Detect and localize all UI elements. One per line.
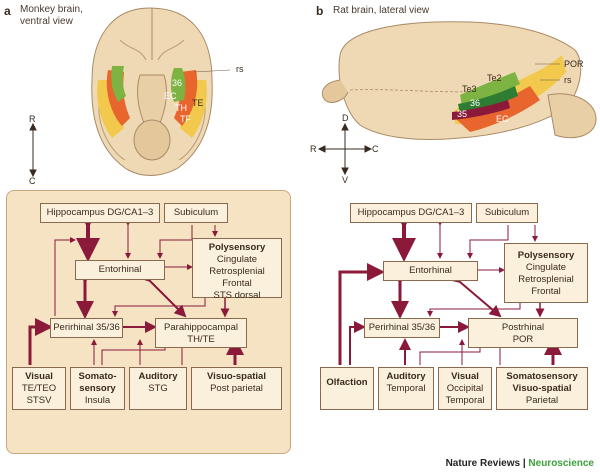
panel-a-title: Monkey brain, ventral view [20, 4, 83, 28]
label-rat-35: 35 [457, 109, 468, 119]
box-b-somato-title2: Visuo-spatial [512, 383, 572, 394]
box-a-somato-title2: sensory [79, 383, 116, 394]
box-a-hippocampus: Hippocampus DG/CA1–3 [40, 203, 160, 223]
panel-a-letter: a [4, 4, 11, 18]
rat-brain-illustration [321, 21, 597, 140]
label-rat-te3: Te3 [462, 84, 477, 94]
box-a-perirhinal: Perirhinal 35/36 [50, 318, 123, 338]
label-monkey-th: TH [175, 103, 187, 113]
label-rat-rs: rs [564, 75, 572, 85]
panel-b-title: Rat brain, lateral view [333, 5, 430, 16]
box-a-polysensory-line: Retrosplenial [209, 266, 265, 277]
axis-rat-v: V [342, 175, 349, 185]
monkey-brain-illustration [91, 7, 231, 176]
box-a-visual: Visual TE/TEO STSV [12, 367, 66, 410]
journal-footer: Nature Reviews | Neuroscience [446, 458, 594, 469]
box-a-polysensory-line: Cingulate [216, 254, 258, 265]
label-rat-por: POR [564, 59, 584, 69]
box-b-postrhinal-line1: Postrhinal [501, 322, 545, 333]
box-a-parahippocampal-line2: TH/TE [187, 334, 215, 345]
box-b-polysensory-line: Retrosplenial [518, 274, 574, 285]
box-a-auditory: Auditory STG [129, 367, 187, 410]
box-a-polysensory-line: STS dorsal [213, 290, 261, 301]
box-a-visual-line: STSV [26, 395, 52, 406]
label-monkey-rs: rs [236, 64, 244, 74]
axis-rat-c: C [372, 144, 379, 154]
box-b-visual-line: Occipital [446, 383, 484, 394]
box-a-visual-line: TE/TEO [21, 383, 57, 394]
box-a-visuospatial-sub: Post parietal [210, 383, 263, 394]
orientation-rat [317, 122, 373, 176]
box-a-polysensory: Polysensory Cingulate Retrosplenial Fron… [192, 238, 282, 301]
axis-rat-d: D [342, 113, 349, 123]
box-b-subiculum: Subiculum [476, 203, 538, 223]
footer-journal: Nature Reviews [445, 458, 521, 469]
box-b-somato-sub: Parietal [525, 395, 559, 406]
orientation-monkey [29, 122, 37, 178]
label-monkey-te: TE [192, 98, 204, 108]
box-a-auditory-sub: STG [148, 383, 168, 394]
box-a-visual-title: Visual [25, 371, 53, 382]
box-b-visual-title: Visual [451, 371, 479, 382]
panel-a-title-line2: ventral view [20, 16, 73, 27]
box-b-perirhinal: Perirhinal 35/36 [364, 318, 440, 338]
panel-b-letter: b [316, 4, 324, 18]
box-b-visual: Visual Occipital Temporal [438, 367, 492, 410]
box-a-parahippocampal-line1: Parahippocampal [164, 322, 238, 333]
box-b-polysensory: Polysensory Cingulate Retrosplenial Fron… [504, 243, 588, 303]
box-a-entorhinal: Entorhinal [75, 260, 165, 280]
label-rat-36: 36 [470, 98, 481, 108]
box-b-postrhinal: Postrhinal POR [468, 318, 578, 348]
box-b-somato-title1: Somatosensory [506, 371, 578, 382]
box-a-visuospatial: Visuo-spatial Post parietal [191, 367, 282, 410]
box-b-olfaction: Olfaction [320, 367, 374, 410]
label-monkey-tf: TF [180, 114, 191, 124]
box-a-parahippocampal: Parahippocampal TH/TE [155, 318, 247, 348]
box-a-somatosensory: Somato- sensory Insula [70, 367, 125, 410]
box-b-olfaction-title: Olfaction [326, 377, 368, 388]
box-b-visual-line: Temporal [445, 395, 485, 406]
box-b-entorhinal: Entorhinal [383, 261, 478, 281]
box-a-visuospatial-title: Visuo-spatial [207, 371, 266, 382]
box-a-somato-title1: Somato- [78, 371, 117, 382]
box-b-polysensory-title: Polysensory [517, 250, 575, 261]
axis-monkey-r: R [29, 114, 36, 124]
box-a-auditory-title: Auditory [138, 371, 178, 382]
box-b-auditory-sub: Temporal [386, 383, 426, 394]
box-a-polysensory-title: Polysensory [208, 242, 266, 253]
panel-a-title-line1: Monkey brain, [20, 4, 83, 15]
label-monkey-36: 36 [172, 78, 183, 88]
box-a-polysensory-line: Frontal [222, 278, 252, 289]
box-b-auditory-title: Auditory [386, 371, 426, 382]
box-a-somato-sub: Insula [84, 395, 111, 406]
box-b-postrhinal-line2: POR [512, 334, 534, 345]
box-b-hippocampus: Hippocampus DG/CA1–3 [350, 203, 472, 223]
label-rat-te2: Te2 [487, 73, 502, 83]
box-a-subiculum: Subiculum [164, 203, 228, 223]
axis-rat-r: R [310, 144, 317, 154]
box-b-polysensory-line: Frontal [531, 286, 561, 297]
box-b-polysensory-line: Cingulate [525, 262, 567, 273]
box-b-auditory: Auditory Temporal [378, 367, 434, 410]
axis-monkey-c: C [29, 176, 36, 186]
label-rat-ec: EC [496, 114, 509, 124]
footer-separator: | [520, 458, 529, 469]
label-monkey-ec: EC [164, 91, 177, 101]
box-b-somatosensory: Somatosensory Visuo-spatial Parietal [496, 367, 588, 410]
footer-section: Neuroscience [528, 458, 594, 469]
